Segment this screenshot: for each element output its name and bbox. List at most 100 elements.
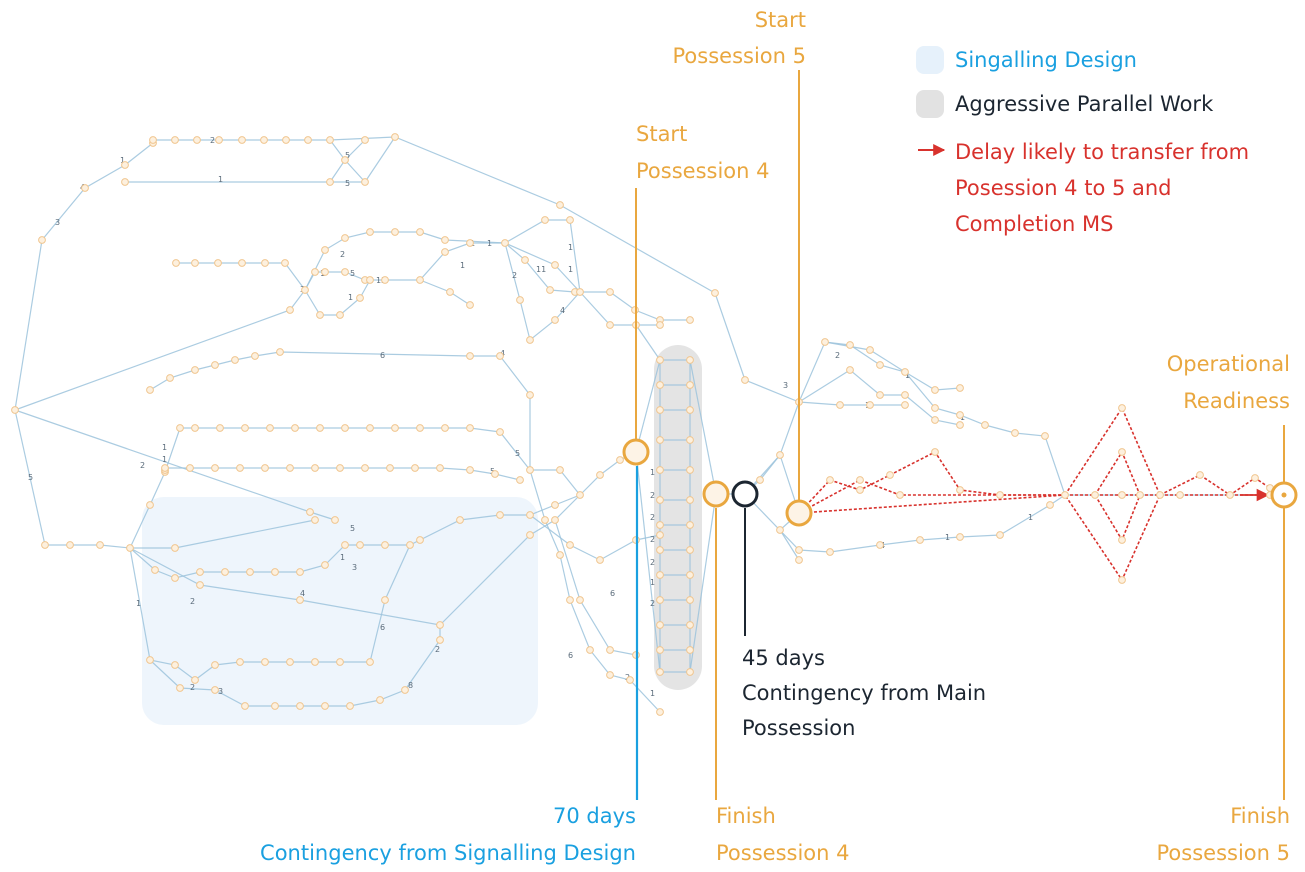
activity-node[interactable] <box>146 656 154 664</box>
activity-node[interactable] <box>876 361 884 369</box>
activity-node[interactable] <box>331 516 339 524</box>
activity-node[interactable] <box>121 178 129 186</box>
activity-node[interactable] <box>81 184 89 192</box>
activity-node[interactable] <box>11 406 19 414</box>
activity-node[interactable] <box>356 541 364 549</box>
start-possession-5-milestone[interactable] <box>785 499 813 527</box>
activity-node[interactable] <box>172 259 180 267</box>
activity-node[interactable] <box>215 136 223 144</box>
activity-node[interactable] <box>321 702 329 710</box>
activity-node[interactable] <box>876 391 884 399</box>
activity-node[interactable] <box>311 516 319 524</box>
activity-node[interactable] <box>1091 491 1099 499</box>
activity-node[interactable] <box>866 401 874 409</box>
activity-node[interactable] <box>336 311 344 319</box>
activity-node[interactable] <box>1156 491 1164 499</box>
activity-node[interactable] <box>466 466 474 474</box>
activity-node[interactable] <box>251 352 259 360</box>
activity-node[interactable] <box>304 136 312 144</box>
activity-node[interactable] <box>149 136 157 144</box>
activity-node[interactable] <box>466 239 474 247</box>
activity-node[interactable] <box>496 511 504 519</box>
activity-node[interactable] <box>211 361 219 369</box>
activity-node[interactable] <box>436 464 444 472</box>
activity-node[interactable] <box>821 338 829 346</box>
activity-node[interactable] <box>211 661 219 669</box>
activity-node[interactable] <box>191 259 199 267</box>
activity-node[interactable] <box>526 466 534 474</box>
activity-node[interactable] <box>276 348 284 356</box>
activity-node[interactable] <box>171 661 179 669</box>
activity-node[interactable] <box>686 546 694 554</box>
activity-node[interactable] <box>446 288 454 296</box>
activity-node[interactable] <box>41 541 49 549</box>
activity-node[interactable] <box>321 246 329 254</box>
activity-node[interactable] <box>341 541 349 549</box>
activity-node[interactable] <box>238 136 246 144</box>
activity-node[interactable] <box>656 596 664 604</box>
activity-node[interactable] <box>1061 491 1069 499</box>
activity-node[interactable] <box>271 568 279 576</box>
activity-node[interactable] <box>956 421 964 429</box>
activity-node[interactable] <box>586 646 594 654</box>
activity-node[interactable] <box>1011 429 1019 437</box>
activity-node[interactable] <box>1196 471 1204 479</box>
activity-node[interactable] <box>296 596 304 604</box>
activity-node[interactable] <box>171 544 179 552</box>
activity-node[interactable] <box>656 646 664 654</box>
activity-node[interactable] <box>196 568 204 576</box>
activity-node[interactable] <box>191 424 199 432</box>
activity-node[interactable] <box>341 424 349 432</box>
activity-node[interactable] <box>441 424 449 432</box>
activity-node[interactable] <box>656 381 664 389</box>
activity-node[interactable] <box>401 686 409 694</box>
activity-node[interactable] <box>656 521 664 529</box>
activity-node[interactable] <box>416 424 424 432</box>
activity-node[interactable] <box>126 544 134 552</box>
activity-node[interactable] <box>301 286 309 294</box>
contingency-main-milestone[interactable] <box>731 480 759 508</box>
activity-node[interactable] <box>896 491 904 499</box>
activity-node[interactable] <box>876 541 884 549</box>
activity-node[interactable] <box>776 526 784 534</box>
activity-node[interactable] <box>566 596 574 604</box>
activity-node[interactable] <box>311 658 319 666</box>
activity-node[interactable] <box>286 658 294 666</box>
activity-node[interactable] <box>756 476 764 484</box>
activity-node[interactable] <box>956 533 964 541</box>
activity-node[interactable] <box>576 491 584 499</box>
activity-node[interactable] <box>96 541 104 549</box>
activity-node[interactable] <box>656 668 664 676</box>
activity-node[interactable] <box>686 521 694 529</box>
activity-node[interactable] <box>901 368 909 376</box>
activity-node[interactable] <box>686 621 694 629</box>
activity-node[interactable] <box>214 259 222 267</box>
activity-node[interactable] <box>606 671 614 679</box>
activity-node[interactable] <box>346 702 354 710</box>
activity-node[interactable] <box>596 556 604 564</box>
activity-node[interactable] <box>566 216 574 224</box>
activity-node[interactable] <box>341 234 349 242</box>
activity-node[interactable] <box>151 566 159 574</box>
activity-node[interactable] <box>336 464 344 472</box>
activity-node[interactable] <box>516 296 524 304</box>
activity-node[interactable] <box>626 676 634 684</box>
activity-node[interactable] <box>316 311 324 319</box>
activity-node[interactable] <box>381 541 389 549</box>
activity-node[interactable] <box>326 178 334 186</box>
activity-node[interactable] <box>356 294 364 302</box>
activity-node[interactable] <box>291 424 299 432</box>
activity-node[interactable] <box>161 464 169 472</box>
activity-node[interactable] <box>501 239 509 247</box>
activity-node[interactable] <box>656 708 664 716</box>
activity-node[interactable] <box>456 516 464 524</box>
activity-node[interactable] <box>271 702 279 710</box>
activity-node[interactable] <box>521 256 529 264</box>
activity-node[interactable] <box>741 376 749 384</box>
activity-node[interactable] <box>296 702 304 710</box>
activity-node[interactable] <box>361 178 369 186</box>
activity-node[interactable] <box>836 401 844 409</box>
activity-node[interactable] <box>596 471 604 479</box>
activity-node[interactable] <box>261 658 269 666</box>
activity-node[interactable] <box>326 136 334 144</box>
